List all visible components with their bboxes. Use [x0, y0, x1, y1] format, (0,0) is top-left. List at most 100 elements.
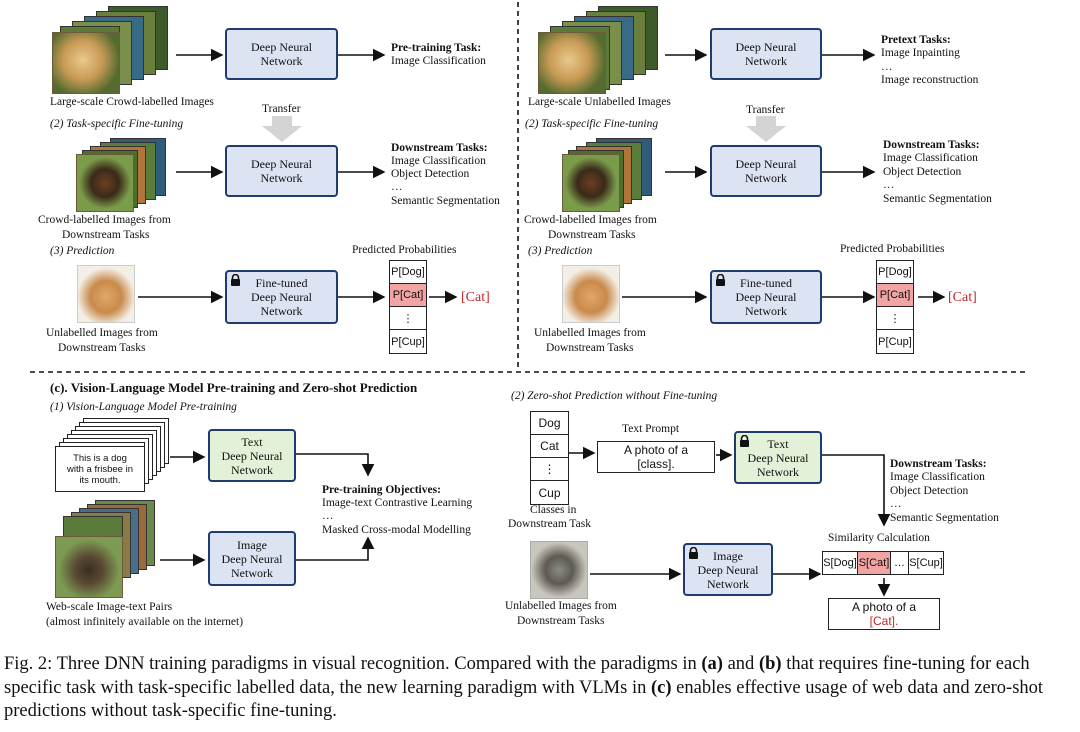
- web-pairs-label-line1: Web-scale Image-text Pairs: [46, 601, 173, 613]
- class-cell: Dog: [531, 412, 568, 435]
- downstream-task-item: Image Classification: [883, 152, 978, 164]
- downstream-task-item: …: [391, 181, 403, 193]
- objectives-title: Pre-training Objectives:: [322, 484, 441, 496]
- crowd-labelled-image-stack: [52, 6, 170, 94]
- prob-cell: P[Cup]: [878, 335, 912, 348]
- row2-images-label-line2: Downstream Tasks: [62, 229, 150, 241]
- pretext-tasks-title: Pretext Tasks:: [881, 34, 951, 46]
- probability-column: P[Dog] P[Cat] ⋮ P[Cup]: [876, 260, 914, 354]
- zero-shot-task-item: Image Classification: [890, 471, 985, 483]
- prob-cell: P[Cup]: [391, 335, 425, 348]
- downstream-task-item: Image Classification: [391, 155, 486, 167]
- pretext-task-item: …: [881, 61, 893, 73]
- objectives-item: Masked Cross-modal Modelling: [322, 524, 471, 536]
- downstream-tasks-title: Downstream Tasks:: [883, 139, 980, 151]
- pretext-task-item: Image reconstruction: [881, 74, 979, 86]
- similarity-label: Similarity Calculation: [828, 532, 930, 544]
- classes-column: Dog Cat ⋮ Cup: [530, 411, 569, 505]
- cat-photo-icon: [562, 265, 620, 323]
- row1-images-label: Large-scale Crowd-labelled Images: [50, 96, 214, 108]
- prob-cell: ⋮: [390, 307, 426, 330]
- lock-icon: [716, 274, 725, 286]
- row3-images-label-line1: Unlabelled Images from: [46, 327, 158, 339]
- probability-column: P[Dog] P[Cat] ⋮ P[Cup]: [389, 260, 427, 354]
- downstream-task-item: Semantic Segmentation: [883, 193, 992, 205]
- row2-images-label-line2: Downstream Tasks: [548, 229, 636, 241]
- prob-cell: P[Dog]: [877, 261, 913, 284]
- text-prompt-label: Text Prompt: [622, 423, 680, 435]
- row3-images-label-line2: Downstream Tasks: [546, 342, 634, 354]
- sim-cell-highlighted: S[Cat]: [858, 552, 891, 574]
- zs-images-label-line2: Downstream Tasks: [517, 615, 605, 627]
- objectives-item: Image-text Contrastive Learning: [322, 497, 473, 509]
- zero-shot-tasks-title: Downstream Tasks:: [890, 458, 987, 470]
- transfer-label: Transfer: [262, 103, 301, 115]
- downstream-image-stack: [76, 138, 168, 212]
- class-cell: Cat: [531, 435, 568, 458]
- predicted-probabilities-label: Predicted Probabilities: [840, 243, 945, 255]
- zero-shot-task-item: Object Detection: [890, 485, 969, 497]
- dog-photo-icon: [76, 154, 134, 212]
- zero-shot-task-item: Semantic Segmentation: [890, 512, 999, 524]
- web-image-stack: [55, 500, 159, 598]
- class-cell: Cup: [538, 485, 561, 500]
- diagram-canvas: [30, 2, 1028, 597]
- classes-label-line2: Downstream Task: [508, 518, 591, 530]
- row3-images-label-line2: Downstream Tasks: [58, 342, 146, 354]
- pretext-task-item: Image Inpainting: [881, 47, 960, 59]
- text-paper-stack: This is a dog with a frisbee in its mout…: [55, 418, 171, 492]
- transfer-arrow-icon: [262, 116, 786, 142]
- row2-images-label-line1: Crowd-labelled Images from: [38, 214, 171, 226]
- panel-c1-subtitle: (1) Vision-Language Model Pre-training: [50, 401, 237, 413]
- panel-b-arrows: [622, 48, 946, 304]
- panel-a-arrows: [138, 48, 458, 304]
- dog-photo-icon: [562, 154, 620, 212]
- downstream-task-item: …: [883, 179, 895, 191]
- text-paper-front: This is a dog with a frisbee in its mout…: [55, 446, 145, 492]
- dog-frisbee-photo-icon: [55, 536, 123, 598]
- lock-icon: [689, 547, 698, 559]
- figure-caption: Fig. 2: Three DNN training paradigms in …: [4, 654, 1044, 721]
- unlabelled-image-stack: [538, 6, 660, 94]
- prediction-label: (3) Prediction: [528, 245, 593, 257]
- downstream-task-item: Object Detection: [883, 166, 962, 178]
- downstream-task-item: Object Detection: [391, 168, 470, 180]
- sim-cell: S[Dog]: [823, 552, 858, 574]
- prediction-output: [Cat]: [461, 290, 490, 305]
- pretraining-task-item: Image Classification: [391, 55, 486, 67]
- prediction-output: [Cat]: [948, 290, 977, 305]
- pretraining-task-title: Pre-training Task:: [391, 42, 482, 54]
- web-pairs-label-line2: (almost infinitely available on the inte…: [46, 616, 244, 628]
- prob-cell-highlighted: P[Cat]: [877, 284, 913, 307]
- panel-c1-arrows: [160, 450, 375, 567]
- finetune-label: (2) Task-specific Fine-tuning: [50, 118, 184, 130]
- panel-c2-subtitle: (2) Zero-shot Prediction without Fine-tu…: [511, 390, 718, 402]
- prob-cell: P[Dog]: [390, 261, 426, 284]
- transfer-label: Transfer: [746, 104, 785, 116]
- panel-c-title: (c). Vision-Language Model Pre-training …: [50, 380, 418, 395]
- prob-cell: ⋮: [877, 307, 913, 330]
- zs-images-label-line1: Unlabelled Images from: [505, 600, 617, 612]
- downstream-task-item: Semantic Segmentation: [391, 195, 500, 207]
- downstream-tasks-title: Downstream Tasks:: [391, 142, 488, 154]
- classes-label-line1: Classes in: [530, 504, 577, 516]
- dog-photo-icon: [538, 32, 606, 94]
- sim-cell: S[Cup]: [909, 557, 943, 569]
- panel-c2-arrows: [568, 446, 891, 597]
- downstream-image-stack: [562, 138, 654, 212]
- predicted-probabilities-label: Predicted Probabilities: [352, 244, 457, 256]
- cat-photo-icon: [530, 541, 588, 599]
- prediction-label: (3) Prediction: [50, 245, 115, 257]
- finetune-label: (2) Task-specific Fine-tuning: [525, 118, 659, 130]
- objectives-item: …: [322, 510, 334, 522]
- similarity-row: S[Dog] S[Cat] … S[Cup]: [822, 551, 944, 575]
- result-caption-box: A photo of a [Cat].: [828, 598, 940, 630]
